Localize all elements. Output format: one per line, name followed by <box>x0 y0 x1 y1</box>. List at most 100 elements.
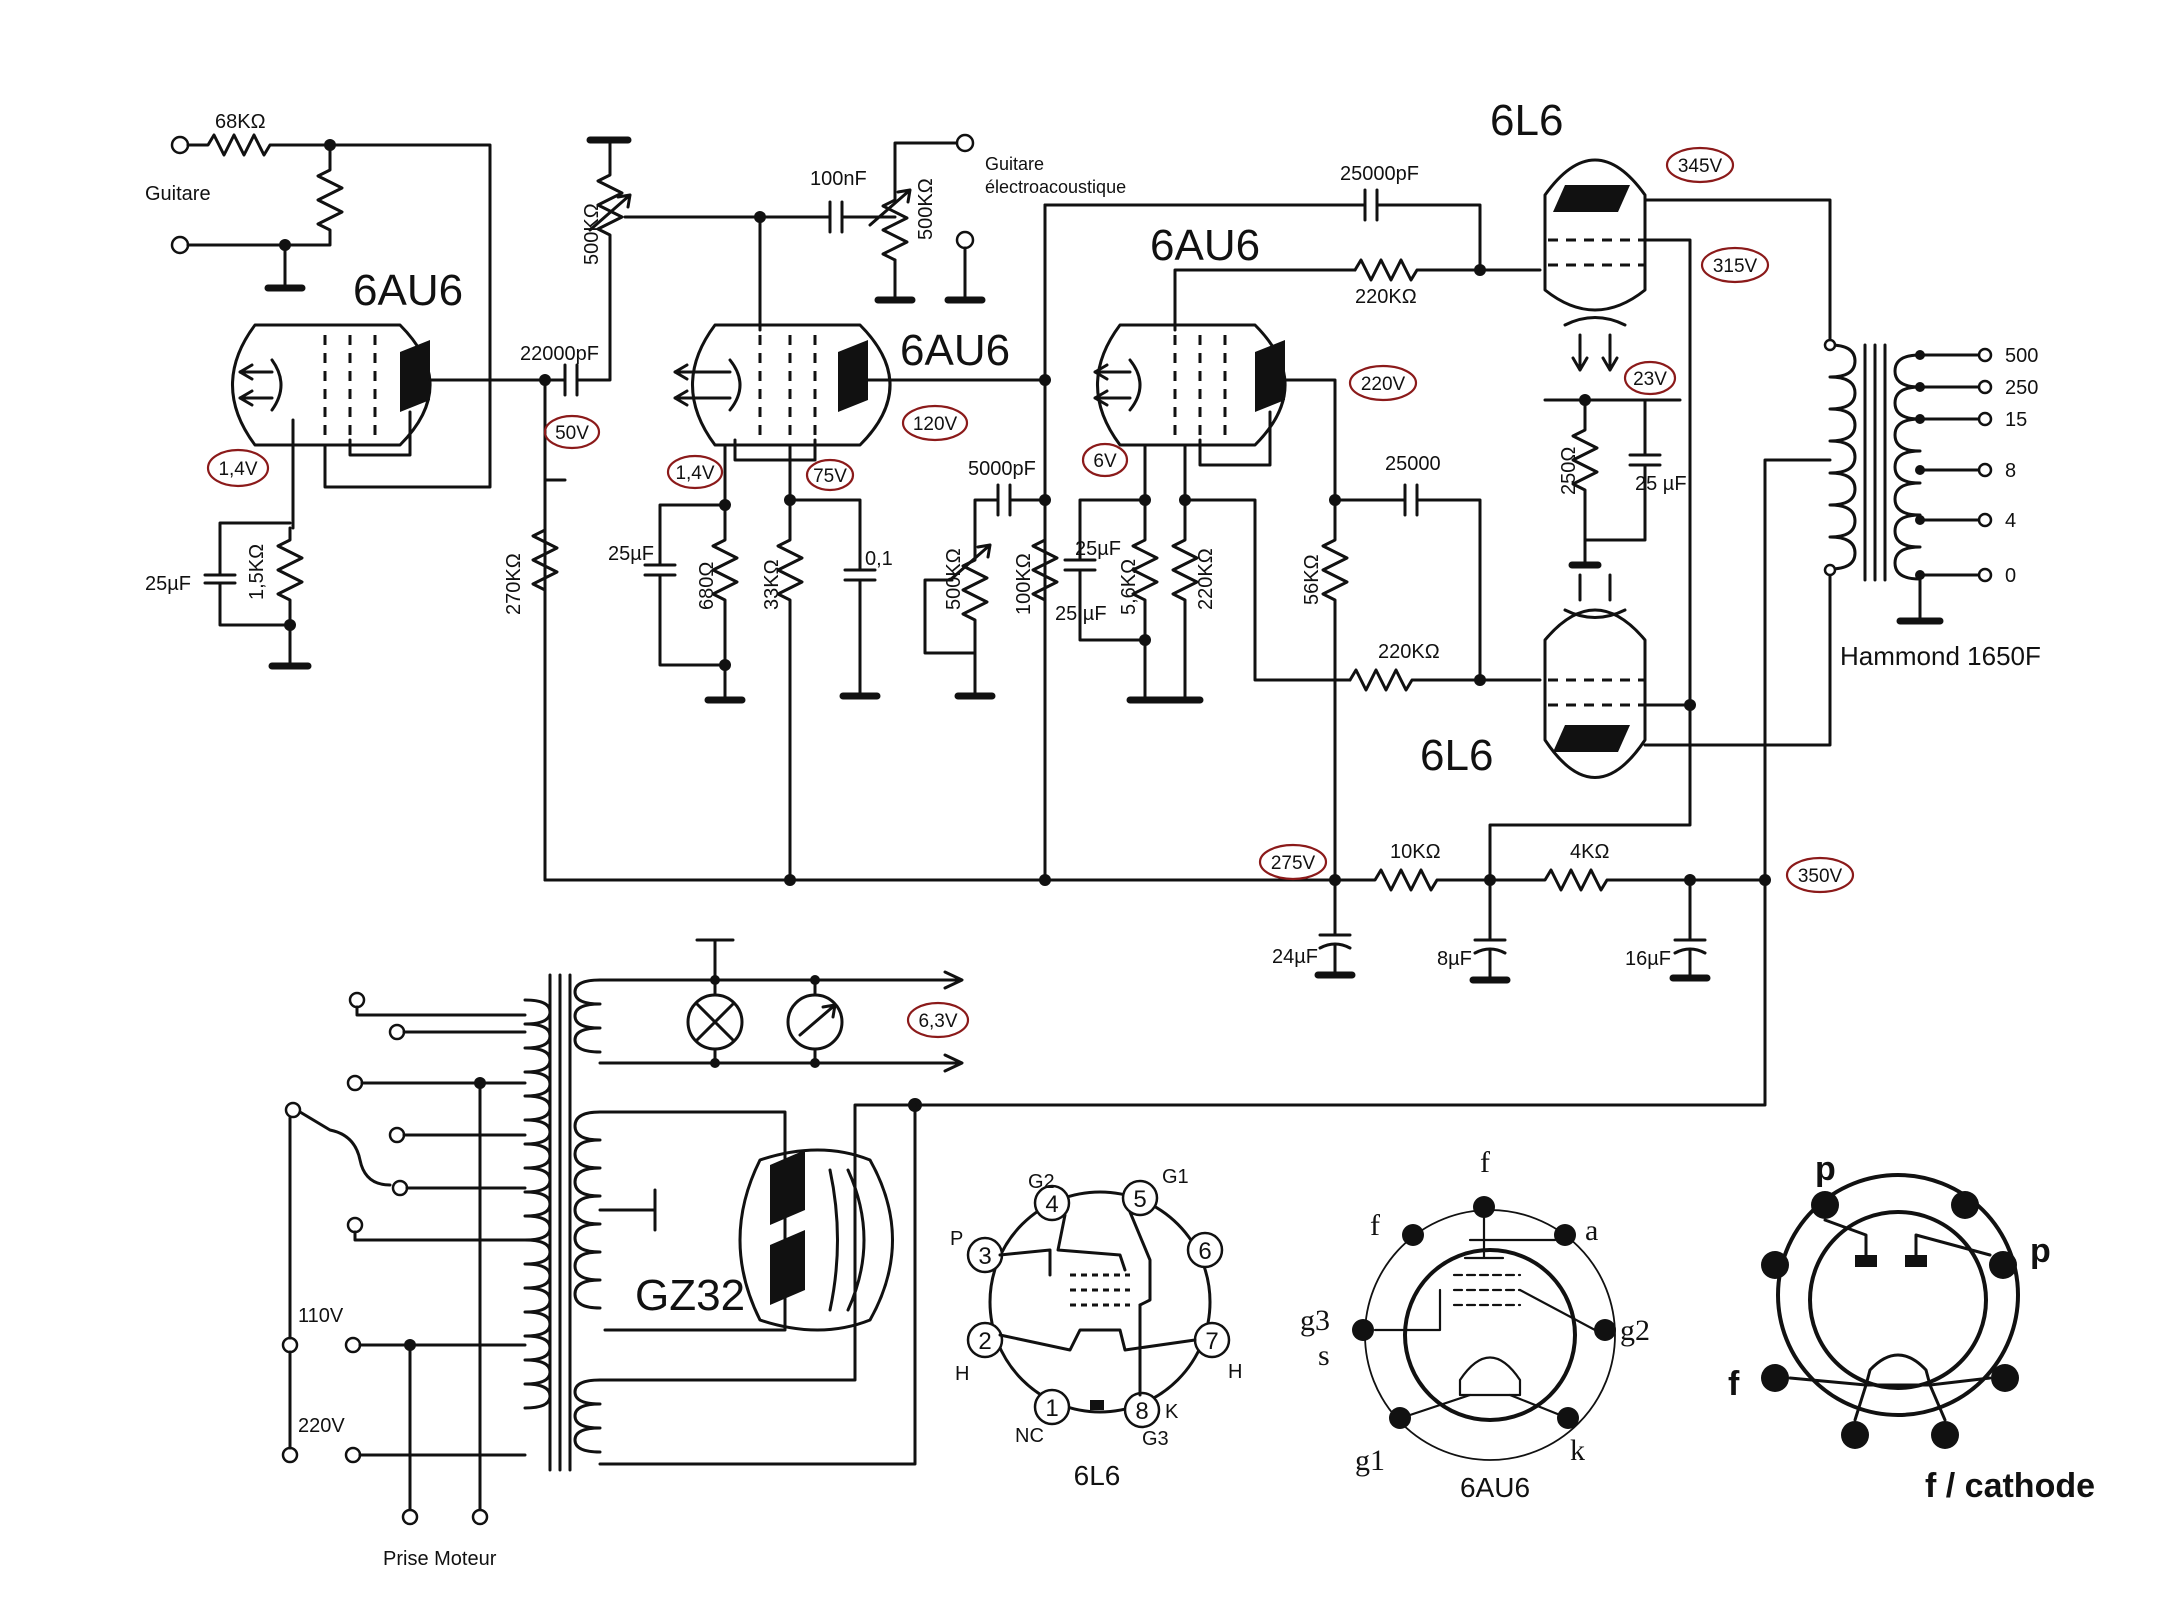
v3-stage: 6AU6 220V 6V 220KΩ 25000pF 25µF 5,6KΩ 22… <box>1043 163 1542 882</box>
output-transformer: 500 250 15 8 4 0 Hammond 1650F <box>1763 338 2041 882</box>
c-24uf-label: 24µF <box>1272 946 1318 968</box>
power-stage: 6L6 345V 315V 23V 250Ω 25 µF 6L6 <box>1420 96 1832 882</box>
v2-tube-envelope <box>691 323 892 447</box>
6au6-label-g3: g3 <box>1300 1304 1330 1337</box>
acoustic-label-2: électroacoustique <box>985 177 1126 197</box>
v2-screen-voltage: 75V <box>813 466 847 487</box>
r-4k-label: 4KΩ <box>1570 841 1609 863</box>
ot-tap-8: 8 <box>2005 460 2016 482</box>
c-25000pf-label: 25000pF <box>1340 163 1419 185</box>
c-25000-label: 25000 <box>1385 453 1441 475</box>
pinout-6au6: f f a g3 s g2 g1 k 6AU6 <box>1300 1146 1650 1503</box>
r-680-label: 680Ω <box>696 562 718 610</box>
6au6-label-s: s <box>1318 1339 1330 1372</box>
pot-500k-c-label: 500KΩ <box>943 548 965 610</box>
r-220k-c-label: 220KΩ <box>1378 641 1440 663</box>
r-100k-label: 100KΩ <box>1013 553 1035 615</box>
gz32-label-p-right: p <box>2030 1232 2051 1270</box>
c-25uf-d-label: 25µF <box>1075 538 1121 560</box>
ot-tap-4: 4 <box>2005 510 2016 532</box>
coupling-v2-v3: 5000pF 500KΩ 100KΩ 25 µF <box>923 203 1107 886</box>
6l6-label-h-right: H <box>1228 1361 1242 1383</box>
6l6-pin-2: 2 <box>978 1328 991 1355</box>
gz32-label-f: f <box>1728 1365 1740 1403</box>
6l6-pinout-title: 6L6 <box>1074 1460 1121 1491</box>
6l6-pin-4: 4 <box>1045 1191 1058 1218</box>
r-270k-label: 270KΩ <box>503 553 525 615</box>
r-1k5-label: 1,5KΩ <box>246 544 268 600</box>
c-5000pf-label: 5000pF <box>968 458 1036 480</box>
6l6-label-h-left: H <box>955 1363 969 1385</box>
v2-plate-voltage: 120V <box>913 414 958 435</box>
power-tube-top <box>1543 158 1647 312</box>
pot-500k-b-label: 500KΩ <box>915 178 937 240</box>
pot-500k-a-label: 500KΩ <box>581 203 603 265</box>
6au6-label-g2: g2 <box>1620 1314 1650 1347</box>
b-plus-350-voltage: 350V <box>1798 866 1843 887</box>
ot-tap-500: 500 <box>2005 345 2038 367</box>
6au6-label-f-left: f <box>1370 1209 1380 1242</box>
r-10k-label: 10KΩ <box>1390 841 1441 863</box>
guitar-ground-terminal[interactable] <box>170 235 190 255</box>
6l6-pin-8: 8 <box>1135 1398 1148 1425</box>
6l6-pin-3: 3 <box>978 1243 991 1270</box>
v3-plate-voltage: 220V <box>1361 374 1406 395</box>
acoustic-input-terminal[interactable] <box>955 133 975 153</box>
6l6-pin-1: 1 <box>1045 1395 1058 1422</box>
r-33k-label: 33KΩ <box>761 559 783 610</box>
motor-outlet-label: Prise Moteur <box>383 1548 497 1570</box>
v2-cathode-voltage: 1,4V <box>675 463 714 484</box>
v2-tube-label: 6AU6 <box>900 326 1010 375</box>
v3-tube-label: 6AU6 <box>1150 221 1260 270</box>
power-tube-bottom <box>1543 608 1647 779</box>
guitar-label: Guitare <box>145 183 211 205</box>
power-screen-voltage: 315V <box>1713 256 1758 277</box>
c-0-1-label: 0,1 <box>865 548 893 570</box>
6l6-pin-7: 7 <box>1205 1328 1218 1355</box>
power-tube-top-label: 6L6 <box>1490 96 1563 145</box>
mains-220-label: 220V <box>298 1415 345 1437</box>
c-100nf-label: 100nF <box>810 168 867 190</box>
pinout-gz32: p p f f / cathode <box>1728 1150 2095 1505</box>
6l6-label-g3: G3 <box>1142 1428 1169 1450</box>
rectifier-label: GZ32 <box>635 1271 745 1320</box>
power-supply: 110V 220V Prise Moteur 6,3V GZ32 <box>281 938 970 1570</box>
c-25uf-e-label: 25 µF <box>1635 473 1687 495</box>
heater-voltage: 6,3V <box>918 1011 957 1032</box>
acoustic-label-1: Guitare <box>985 154 1044 174</box>
6l6-base-circle <box>988 1190 1212 1414</box>
b-plus-275-voltage: 275V <box>1271 853 1316 874</box>
6au6-label-a: a <box>1585 1214 1598 1247</box>
v2-stage: 100nF Guitare électroacoustique 500KΩ 6A… <box>608 133 1126 882</box>
guitar-input-terminal[interactable] <box>170 135 190 155</box>
r-56k-label: 56KΩ <box>1301 554 1323 605</box>
6au6-label-g1: g1 <box>1355 1444 1385 1477</box>
6l6-label-k: K <box>1165 1401 1179 1423</box>
r-220k-a-label: 220KΩ <box>1355 286 1417 308</box>
r-220k-b-label: 220KΩ <box>1195 548 1217 610</box>
c-8uf-label: 8µF <box>1437 948 1472 970</box>
c-25uf-b-label: 25µF <box>608 543 654 565</box>
v3-cathode-voltage: 6V <box>1093 451 1117 472</box>
power-plate-voltage: 345V <box>1678 156 1723 177</box>
acoustic-ground-terminal[interactable] <box>955 230 975 250</box>
r-5k6-label: 5,6KΩ <box>1118 559 1140 615</box>
gz32-label-p-top: p <box>1815 1150 1836 1188</box>
coupling-v1-v2: 22000pF 500KΩ 270KΩ 50V <box>503 136 762 882</box>
rectifier-tube <box>738 1148 894 1332</box>
6au6-label-f-top: f <box>1480 1146 1490 1179</box>
6au6-pinout-title: 6AU6 <box>1460 1472 1530 1503</box>
6l6-label-nc: NC <box>1015 1425 1044 1447</box>
gz32-label-f-cathode: f / cathode <box>1925 1467 2095 1505</box>
v1-cathode-voltage: 1,4V <box>218 459 257 480</box>
6l6-label-g2: G2 <box>1028 1171 1055 1193</box>
ot-tap-15: 15 <box>2005 409 2027 431</box>
6l6-pin-5: 5 <box>1133 1186 1146 1213</box>
v1-plate-voltage: 50V <box>555 423 589 444</box>
6l6-pin-6: 6 <box>1198 1238 1211 1265</box>
ot-tap-250: 250 <box>2005 377 2038 399</box>
c-22000pf-label: 22000pF <box>520 343 599 365</box>
c-16uf-label: 16µF <box>1625 948 1671 970</box>
ot-name-label: Hammond 1650F <box>1840 641 2041 671</box>
